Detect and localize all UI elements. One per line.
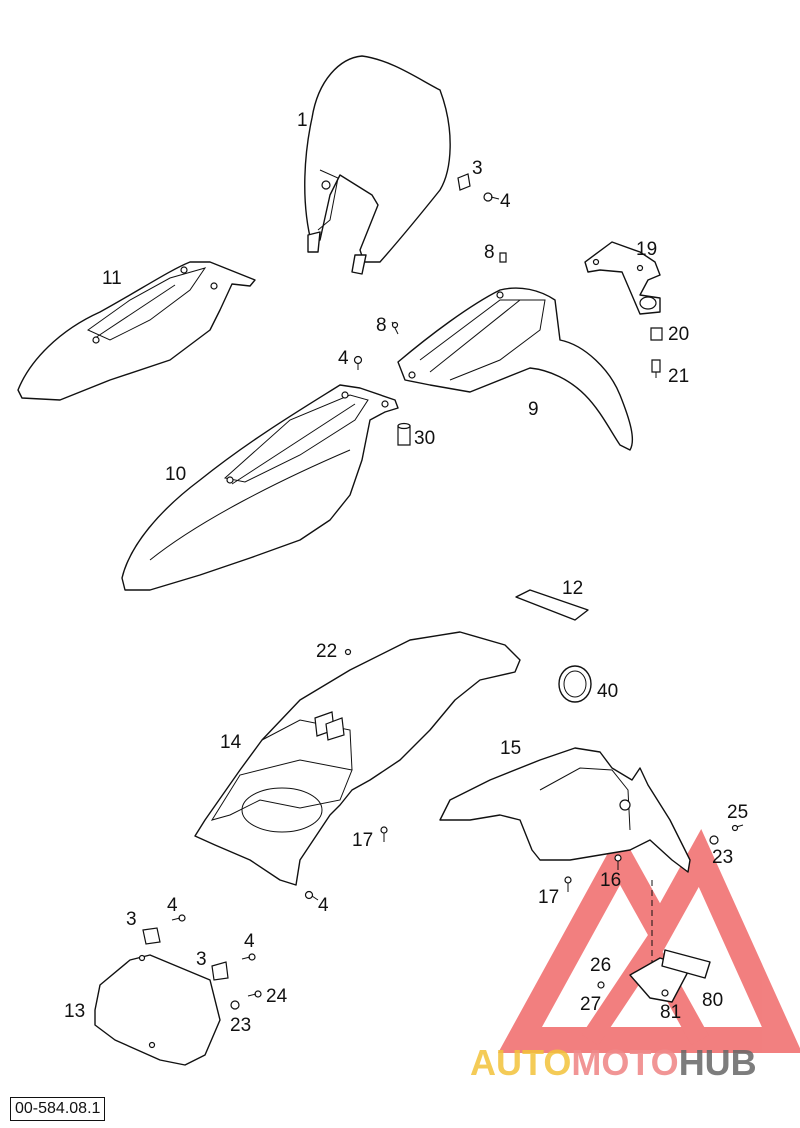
callout-label: 23 [712, 847, 733, 868]
screw-icon [731, 824, 744, 832]
callout-label: 19 [636, 239, 657, 260]
callout-label: 3 [126, 909, 137, 930]
bolt-icon [499, 252, 507, 263]
screw-icon [391, 321, 399, 335]
watermark-text: AUTOMOTOHUB [470, 1042, 757, 1083]
callout-label: 9 [528, 399, 539, 420]
screw-icon [171, 914, 186, 922]
callout-label: 13 [64, 1001, 85, 1022]
callout-label: 23 [230, 1015, 251, 1036]
front-fender-part [17, 261, 256, 401]
front-fender-large-part [121, 384, 399, 591]
callout-label: 11 [102, 268, 122, 289]
callout-label: 25 [727, 802, 748, 823]
callout-label: 4 [318, 895, 329, 916]
callout-label: 1 [297, 110, 308, 131]
clip-nut-icon [457, 173, 471, 191]
svg-text:AUTOMOTOHUB: AUTOMOTOHUB [470, 1042, 757, 1083]
callout-label: 24 [266, 986, 288, 1007]
screw-icon [247, 990, 262, 998]
front-mudguard-part [397, 287, 634, 451]
bolt-icon [651, 359, 661, 378]
washer-icon [230, 1000, 240, 1010]
callout-label: 4 [500, 191, 511, 212]
watermark-hub: HUB [679, 1042, 757, 1083]
callout-label: 17 [352, 830, 373, 851]
callout-label: 12 [562, 578, 583, 599]
callout-label: 22 [316, 641, 337, 662]
grommet-icon [558, 665, 592, 703]
watermark-auto: AUTO [470, 1042, 571, 1083]
rear-fender-part [194, 631, 521, 886]
callout-label: 30 [414, 428, 435, 449]
adhesive-strip-part [515, 589, 589, 621]
callout-label: 81 [660, 1002, 681, 1023]
callout-label: 16 [600, 870, 621, 891]
washer-icon [709, 835, 719, 845]
callout-label: 15 [500, 738, 521, 759]
part-labels: 1 3 4 8 19 11 8 4 20 21 9 30 10 12 22 40… [64, 110, 748, 1036]
license-plate-part [94, 954, 221, 1066]
callout-label: 20 [668, 324, 689, 345]
rear-mudguard-part [439, 747, 691, 873]
license-plate-bracket-part [597, 949, 711, 1003]
callout-label: 8 [484, 242, 495, 263]
headlight-bracket-part [584, 241, 661, 315]
callout-label: 4 [167, 895, 178, 916]
watermark-logo-icon [498, 829, 800, 1053]
screw-icon [241, 953, 256, 961]
callout-label: 3 [472, 158, 483, 179]
screw-icon [304, 890, 319, 901]
callout-label: 4 [244, 931, 255, 952]
spacer-sleeve-icon [397, 422, 411, 446]
screw-icon [614, 854, 622, 870]
callout-label: 4 [338, 348, 349, 369]
callout-label: 8 [376, 315, 387, 336]
callout-label: 40 [597, 681, 618, 702]
callout-label: 21 [668, 366, 689, 387]
screw-icon [353, 355, 363, 370]
headlight-mask-part [304, 55, 451, 275]
callout-label: 26 [590, 955, 611, 976]
callout-label: 10 [165, 464, 186, 485]
callout-label: 14 [220, 732, 242, 753]
screw-icon [564, 876, 572, 892]
screw-icon [483, 192, 500, 202]
clip-nut-icon [142, 927, 161, 945]
watermark-moto: MOTO [571, 1042, 678, 1083]
clip-nut-icon [211, 961, 229, 981]
diagram-code: 00-584.08.1 [10, 1097, 106, 1121]
callout-label: 3 [196, 949, 207, 970]
callout-label: 80 [702, 990, 723, 1011]
rubber-bush-icon [650, 327, 663, 341]
screw-icon [380, 826, 388, 842]
callout-label: 27 [580, 994, 601, 1015]
callout-label: 17 [538, 887, 559, 908]
